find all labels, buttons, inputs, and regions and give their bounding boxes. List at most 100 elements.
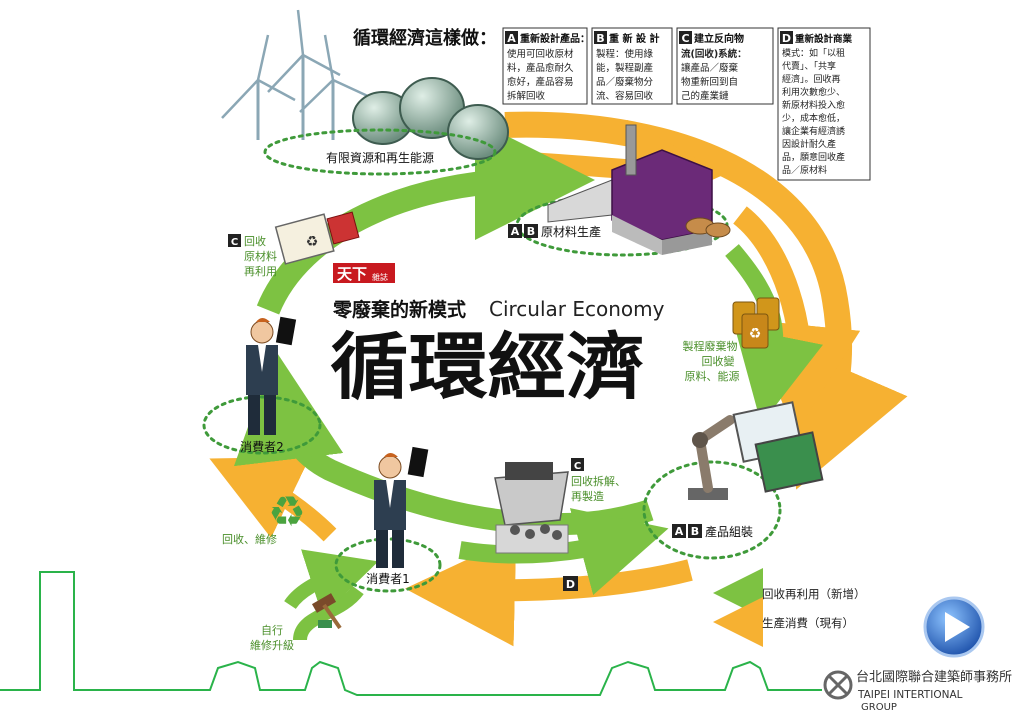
legend-orange-label: 生產消費（現有）	[762, 616, 854, 630]
disassembly-line-2: 再製造	[571, 489, 604, 503]
tools-icon	[311, 593, 342, 630]
recycling-truck-icon: ♻	[274, 211, 360, 265]
self-repair-line-2: 維修升級	[250, 638, 294, 652]
raw-letter-a: A	[511, 225, 520, 238]
box-a-line-3: 料，產品愈耐久	[507, 62, 574, 74]
factory-icon	[547, 124, 731, 255]
magazine-name: 天下	[337, 265, 367, 283]
box-d-line-10: 品，願意回收產	[782, 151, 845, 163]
box-b-line-4: 品／廢棄物分	[596, 76, 654, 88]
consumer1-label: 消費者1	[366, 571, 410, 586]
disassembly-line-1: 回收拆解、	[571, 474, 626, 488]
raw-letter-b: B	[527, 225, 535, 238]
org-logo-icon	[823, 670, 853, 700]
svg-text:♻: ♻	[306, 234, 319, 250]
robot-assembly-icon	[688, 401, 824, 500]
box-d-letter: D	[782, 32, 791, 45]
consumer2-figure-icon	[246, 316, 297, 435]
c-recycle-line-1: 回收	[244, 234, 266, 248]
wind-turbines-icon	[221, 9, 373, 140]
box-b-line-2: 製程：使用綠	[596, 48, 654, 60]
waste-annotation: 製程廢棄物 回收變 原料、能源	[683, 339, 740, 383]
box-d-line-8: 讓企業有經濟誘	[782, 125, 845, 137]
raw-material-label-group: A B 原材料生產	[508, 224, 601, 239]
legend: 回收再利用（新增） 生產消費（現有）	[713, 568, 866, 647]
box-a-letter: A	[507, 32, 516, 45]
resources-label: 有限資源和再生能源	[326, 151, 434, 165]
box-d-line-1: 重新設計商業	[795, 33, 853, 45]
storage-tanks-icon	[352, 77, 509, 160]
box-c-line-1: 建立反向物	[693, 32, 744, 45]
box-a-line-4: 愈好，產品容易	[507, 76, 574, 88]
header-lead: 循環經濟這樣做：	[353, 27, 497, 49]
assembly-letter-a: A	[675, 525, 684, 538]
box-c-letter: C	[681, 32, 689, 45]
box-a-line-1: 重新設計產品：	[520, 32, 590, 45]
consumer1-figure-icon	[374, 446, 429, 568]
box-a-line-2: 使用可回收原材	[507, 48, 574, 60]
magazine-small: 雜誌	[372, 272, 388, 282]
recycle-symbol-icon: ♻	[268, 487, 306, 536]
disassembly-annotation: C 回收拆解、 再製造	[571, 458, 626, 503]
box-d-line-4: 經濟」。回收再	[782, 73, 841, 85]
org-name-english-1: TAIPEI INTERTIONAL	[857, 689, 963, 701]
box-c-line-3: 讓產品／廢棄	[681, 62, 739, 74]
raw-material-label: 原材料生產	[541, 224, 601, 239]
box-d-line-6: 新原材料投入愈	[782, 99, 845, 111]
assembly-label-group: A B 產品組裝	[672, 524, 753, 539]
box-b-line-3: 能，製程副產	[596, 62, 654, 74]
box-c-line-5: 己的產業鏈	[681, 90, 729, 102]
consumer2-outline	[202, 395, 322, 455]
box-b-line-1: 重 新 設 計	[609, 32, 659, 45]
main-title: 循環經濟	[330, 325, 645, 409]
self-repair-line-1: 自行	[261, 624, 283, 637]
subtitle-english: Circular Economy	[489, 297, 665, 321]
skyline-outline	[0, 571, 822, 696]
assembly-outline	[642, 460, 782, 560]
play-button[interactable]	[923, 596, 985, 658]
box-b-line-5: 流、容易回收	[596, 90, 654, 102]
waste-line-2: 回收變	[702, 354, 735, 368]
green-arrow-self-repair-head	[284, 549, 379, 617]
svg-text:♻: ♻	[268, 487, 306, 536]
box-d-line-9: 因設計耐久產	[782, 138, 836, 150]
consumer2-label: 消費者2	[240, 439, 284, 454]
waste-line-3: 原料、能源	[685, 369, 740, 383]
box-d-line-5: 利用次數愈少、	[782, 86, 845, 98]
waste-line-1: 製程廢棄物	[683, 339, 738, 353]
assembly-letter-b: B	[691, 525, 699, 538]
legend-green-label: 回收再利用（新增）	[762, 587, 866, 601]
header-box-a: A 重新設計產品： 使用可回收原材 料，產品愈耐久 愈好，產品容易 拆解回收	[502, 27, 590, 105]
subtitle-chinese: 零廢棄的新模式	[332, 298, 466, 321]
org-name-english-2: GROUP	[861, 702, 897, 712]
c-recycle-letter: C	[231, 237, 238, 248]
assembly-label: 產品組裝	[705, 524, 753, 539]
c-recycle-line-2: 原材料	[244, 249, 277, 263]
orange-arrow-repair	[209, 456, 337, 542]
d-marker: D	[563, 576, 578, 591]
header-box-b: B 重 新 設 計 製程：使用綠 能，製程副產 品／廢棄物分 流、容易回收	[591, 27, 673, 105]
box-d-line-7: 少，成本愈低，	[782, 112, 845, 124]
self-repair-annotation: 自行 維修升級	[250, 624, 294, 652]
box-c-line-4: 物重新回到自	[681, 76, 738, 88]
magazine-logo: 天下 雜誌	[333, 263, 395, 283]
box-d-line-2: 模式：如「以租	[782, 47, 845, 59]
play-icon	[945, 612, 970, 642]
repair-label: 回收、維修	[222, 532, 277, 546]
svg-text:♻: ♻	[749, 326, 762, 342]
shredder-icon	[494, 462, 569, 554]
org-name-chinese: 台北國際聯合建築師事務所	[856, 670, 1012, 685]
box-b-letter: B	[596, 32, 604, 45]
disassembly-letter: C	[574, 461, 581, 472]
c-recycle-annotation: C 回收 原材料 再利用	[228, 234, 277, 278]
c-recycle-line-3: 再利用	[244, 265, 277, 278]
box-c-line-2: 流(回收)系統：	[681, 48, 747, 60]
box-d-line-3: 代賣」、「共享	[782, 60, 836, 72]
box-a-line-5: 拆解回收	[507, 90, 546, 102]
green-arrow-top	[256, 120, 595, 315]
resources-outline	[263, 128, 497, 176]
waste-barrels-icon: ♻	[732, 297, 780, 349]
header-box-d: D 重新設計商業 模式：如「以租 代賣」、「共享 經濟」。回收再 利用次數愈少、…	[777, 27, 871, 181]
header-box-c: C 建立反向物 流(回收)系統： 讓產品／廢棄 物重新回到自 己的產業鏈	[676, 27, 774, 105]
